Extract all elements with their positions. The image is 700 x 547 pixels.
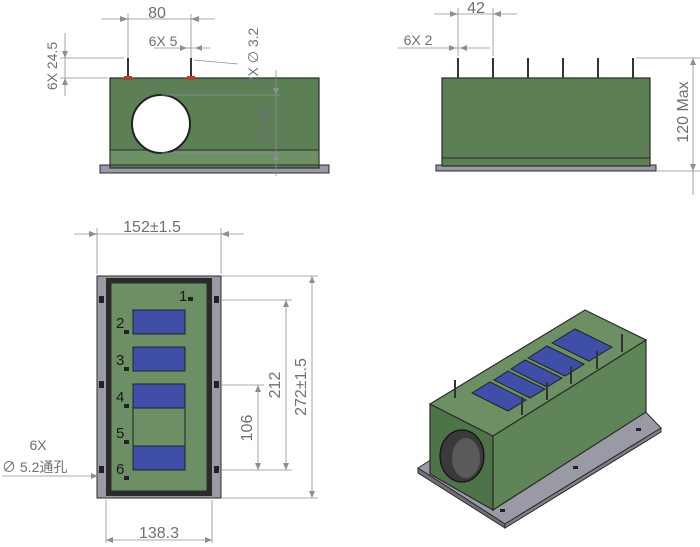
pin-label-6: 6 bbox=[116, 461, 124, 478]
dim-front-pin-length: 6X 24.5 bbox=[44, 42, 60, 90]
side-view: 42 6X 2 120 Max bbox=[398, 0, 700, 195]
dim-side-height: 120 Max bbox=[675, 81, 692, 142]
dim-front-pin-dia: 2X ∅ 3.2 bbox=[245, 28, 261, 85]
front-pin-collar-left bbox=[124, 76, 132, 80]
pin-label-3: 3 bbox=[116, 352, 124, 369]
cell-3 bbox=[132, 383, 186, 409]
dim-top-inner-width: 138.3 bbox=[139, 525, 179, 542]
cell-2 bbox=[132, 346, 186, 372]
top-mount-holes bbox=[99, 296, 219, 473]
pin-label-5: 5 bbox=[116, 425, 124, 442]
front-hole bbox=[131, 94, 191, 154]
front-view: 80 6X 5 6X 24.5 2X ∅ 3.2 ∅ 60 bbox=[44, 5, 330, 176]
side-body bbox=[441, 77, 651, 167]
dim-top-212: 212 bbox=[267, 372, 284, 399]
isometric-view bbox=[417, 309, 662, 529]
dim-side-pin-pitch: 42 bbox=[467, 0, 485, 17]
pin-label-4: 4 bbox=[116, 389, 124, 406]
cell-1 bbox=[132, 309, 186, 335]
dim-top-length: 272±1.5 bbox=[293, 358, 310, 416]
side-pins bbox=[457, 58, 634, 78]
pin-label-2: 2 bbox=[116, 315, 124, 332]
cell-4 bbox=[132, 445, 186, 471]
pin-label-1: 1 bbox=[179, 288, 187, 305]
dim-mount-hole-count: 6X bbox=[29, 437, 47, 453]
dim-mount-hole-dia: ∅ 5.2通孔 bbox=[2, 459, 67, 475]
dim-top-106: 106 bbox=[239, 415, 256, 442]
iso-mount-holes bbox=[500, 428, 641, 512]
iso-cells bbox=[470, 328, 614, 412]
dim-front-hole-dia: ∅ 60 bbox=[257, 106, 274, 142]
dim-front-pin-spacing: 6X 5 bbox=[149, 33, 178, 49]
cell-gap bbox=[132, 407, 186, 447]
front-pin-collar-right bbox=[187, 76, 195, 80]
dim-front-width: 80 bbox=[148, 5, 166, 22]
dim-top-outer-width: 152±1.5 bbox=[123, 219, 181, 236]
top-cells bbox=[132, 309, 186, 471]
front-flange bbox=[109, 149, 320, 166]
dim-side-pin-width: 6X 2 bbox=[404, 32, 433, 48]
iso-pins bbox=[454, 334, 623, 415]
top-pin-dots bbox=[124, 297, 193, 480]
top-view: 1 2 3 4 5 6 152±1.5 138.3 272±1.5 212 bbox=[2, 219, 318, 543]
